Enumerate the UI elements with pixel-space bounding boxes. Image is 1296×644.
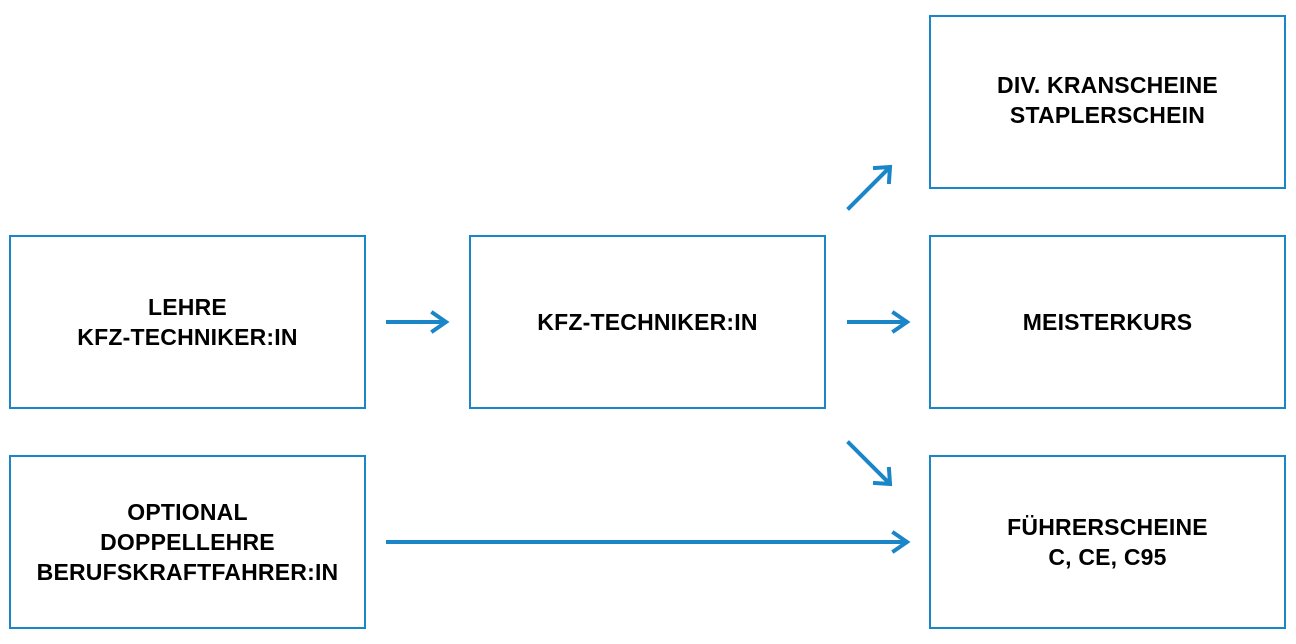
box-fuehrer-label: FÜHRERSCHEINE C, CE, C95 [1007, 514, 1208, 570]
arrow-optional-to-fuehrer [386, 530, 911, 554]
arrow-kfz-to-meister [847, 310, 911, 334]
box-fuehrerscheine: FÜHRERSCHEINE C, CE, C95 [929, 455, 1286, 629]
box-kfz-techniker: KFZ-TECHNIKER:IN [469, 235, 826, 409]
box-kranscheine-staplerschein: DIV. KRANSCHEINE STAPLERSCHEIN [929, 15, 1286, 189]
box-kran-label: DIV. KRANSCHEINE STAPLERSCHEIN [997, 72, 1218, 128]
box-optional-doppellehre: OPTIONAL DOPPELLEHRE BERUFSKRAFTFAHRER:I… [9, 455, 366, 629]
box-meisterkurs: MEISTERKURS [929, 235, 1286, 409]
box-optional-label: OPTIONAL DOPPELLEHRE BERUFSKRAFTFAHRER:I… [36, 499, 339, 585]
box-lehre-kfz-techniker: LEHRE KFZ-TECHNIKER:IN [9, 235, 366, 409]
box-meister-label: MEISTERKURS [1022, 309, 1193, 335]
box-kfz-label: KFZ-TECHNIKER:IN [537, 309, 758, 335]
box-lehre-label: LEHRE KFZ-TECHNIKER:IN [77, 294, 298, 350]
arrow-lehre-to-kfz [386, 310, 450, 334]
arrow-kfz-to-kran [846, 164, 893, 211]
arrow-kfz-to-fuehrer [846, 440, 893, 487]
